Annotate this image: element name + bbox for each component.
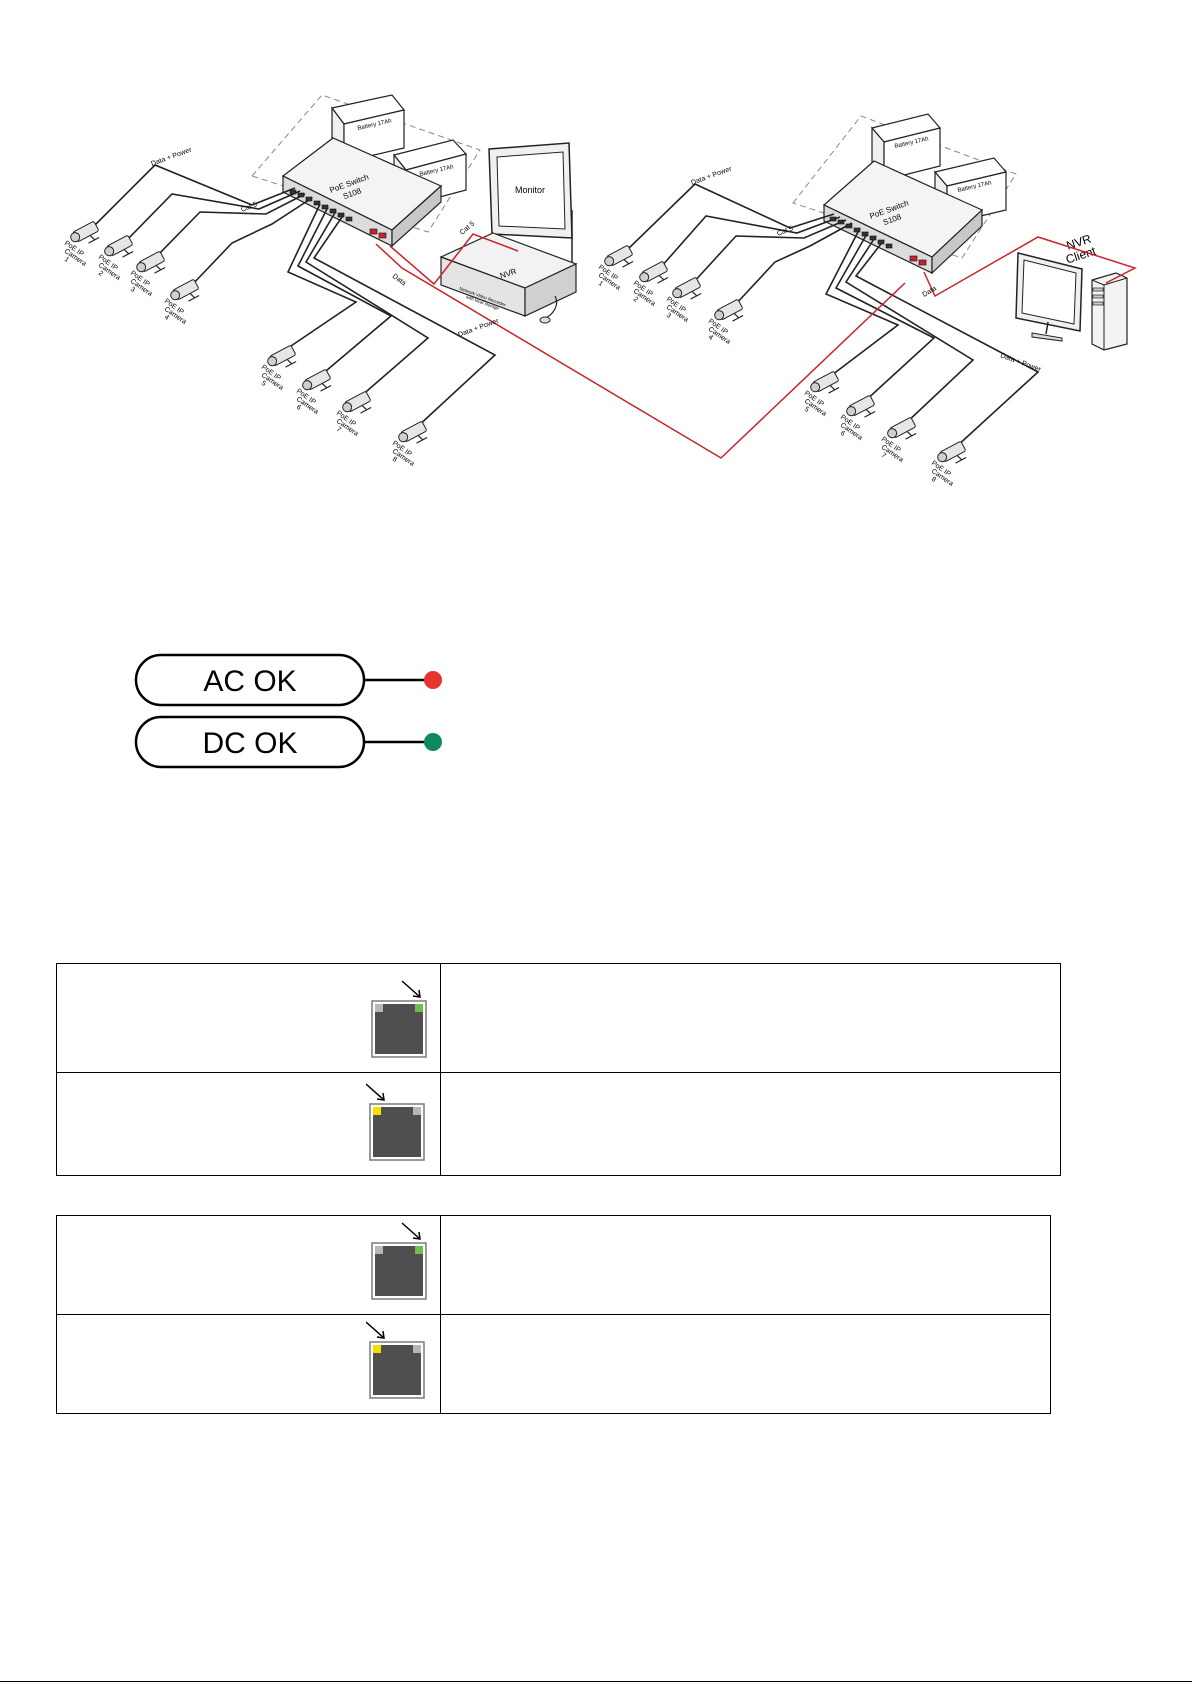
- right-battery-1: Battery 17Ah: [870, 113, 942, 182]
- label-cat5-right: Cat 5: [776, 225, 794, 238]
- rj45-port-icon: [365, 1320, 426, 1405]
- right-camera-5-label: 5: [803, 406, 810, 414]
- right-poe-switch: PoE Switch S108: [822, 160, 984, 275]
- rj45-port-icon: [368, 1221, 428, 1306]
- right-cables-lower: [824, 227, 1040, 448]
- dc-ok-led: [424, 733, 442, 751]
- right-switch-ports: [829, 216, 927, 266]
- port-icon-cell: [56, 963, 441, 1073]
- rj45-port-icon: [368, 979, 428, 1064]
- port-icon-cell: [56, 1072, 441, 1176]
- table-row: [56, 1072, 1061, 1176]
- left-cables-upper: [91, 164, 313, 287]
- dc-ok-label: DC OK: [202, 727, 297, 760]
- label-data-power-left-lower: Data + Power: [457, 318, 500, 339]
- left-camera-2-label: 2: [97, 270, 104, 278]
- nvr: NVR Network Video Recorder with local st…: [439, 232, 578, 317]
- right-cables-upper: [625, 183, 853, 306]
- description-cell: [440, 1215, 1051, 1315]
- left-camera-8-label: 8: [391, 456, 398, 464]
- label-data-power-right-upper: Data + Power: [690, 166, 733, 187]
- description-cell: [440, 1072, 1061, 1176]
- label-data-power-right-lower: Data + Power: [999, 352, 1042, 373]
- ac-ok-label: AC OK: [203, 665, 296, 698]
- label-cat5-left: Cat 5: [240, 201, 258, 214]
- left-camera-4-label: 4: [163, 314, 170, 322]
- page-bottom-rule: [0, 1681, 1192, 1682]
- right-camera-2-label: 2: [632, 296, 639, 304]
- ac-ok-led: [424, 671, 442, 689]
- ac-ok-indicator: AC OK: [134, 653, 442, 707]
- left-camera-3-label: 3: [129, 286, 136, 294]
- red-data-cables: [375, 233, 1137, 459]
- right-camera-1-label: 1: [597, 280, 604, 288]
- left-camera-7-label: 7: [335, 426, 342, 434]
- nvr-client-pc: NVR Client: [1015, 232, 1128, 351]
- label-data-power-left-upper: Data + Power: [150, 147, 193, 168]
- monitor: Monitor: [488, 142, 573, 262]
- right-camera-7-label: 7: [880, 452, 887, 460]
- label-data-right: Data: [922, 285, 938, 299]
- port-icon-cell: [56, 1314, 441, 1414]
- description-cell: [440, 963, 1061, 1073]
- led-legend: AC OK DC OK: [134, 653, 442, 769]
- dc-ok-indicator: DC OK: [134, 715, 442, 769]
- right-camera-8-label: 8: [930, 476, 937, 484]
- left-cables-lower: [284, 203, 497, 429]
- label-data-left: Data: [391, 273, 407, 287]
- right-camera-6-label: 6: [839, 430, 846, 438]
- table-row: [56, 1314, 1051, 1414]
- port-icon-cell: [56, 1215, 441, 1315]
- left-poe-switch: PoE Switch S108: [281, 137, 443, 248]
- svg-text:Monitor: Monitor: [515, 185, 545, 195]
- left-switch-ports: [289, 189, 387, 239]
- left-camera-1-label: 1: [63, 256, 70, 264]
- left-camera-5-label: 5: [260, 380, 267, 388]
- poe-network-diagram: Battery 17Ah Battery 17Ah Battery 17Ah B…: [63, 94, 1137, 488]
- port-led-table-1: [56, 963, 1061, 1176]
- port-led-table-2: [56, 1215, 1051, 1414]
- right-camera-3-label: 3: [665, 312, 672, 320]
- left-camera-6-label: 6: [295, 404, 302, 412]
- table-row: [56, 1215, 1051, 1315]
- rj45-port-icon: [365, 1082, 426, 1167]
- description-cell: [440, 1314, 1051, 1414]
- right-camera-4-label: 4: [707, 334, 714, 342]
- table-row: [56, 963, 1061, 1073]
